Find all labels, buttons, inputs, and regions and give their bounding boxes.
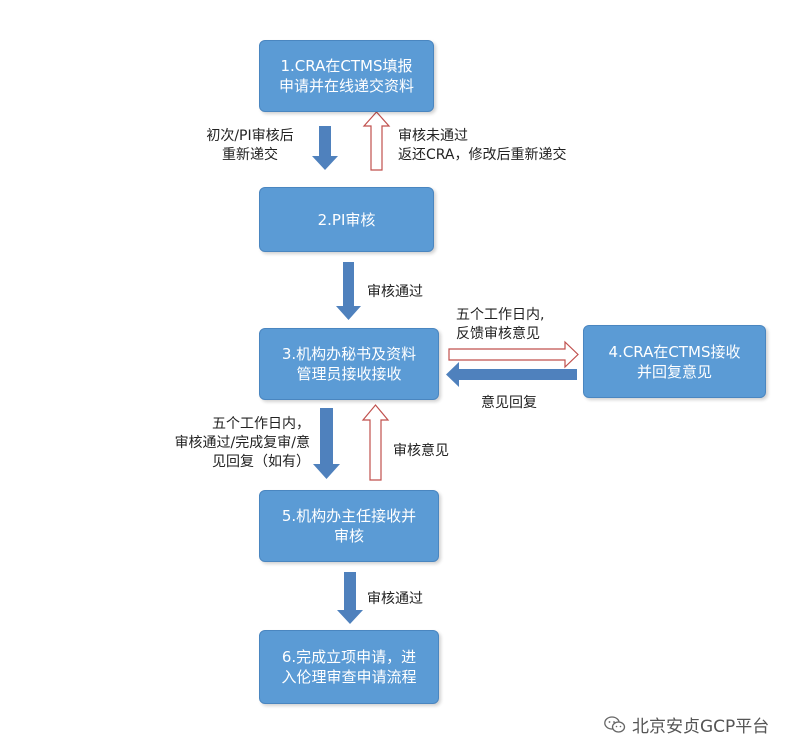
- label-approved-2: 审核通过: [367, 591, 423, 607]
- step-6-text: 6.完成立项申请，进 入伦理审查申请流程: [281, 648, 417, 686]
- step-5-text: 5.机构办主任接收并 审核: [281, 507, 417, 545]
- step-1-box: 1.CRA在CTMS填报 申请并在线递交资料: [259, 40, 434, 112]
- label-feedback: 五个工作日内, 反馈审核意见: [456, 307, 545, 342]
- arrow-down-5-6: [337, 572, 363, 624]
- step-2-text: 2.PI审核: [317, 210, 376, 229]
- arrow-right-3-4: [448, 340, 579, 369]
- watermark: 北京安贞GCP平台: [604, 712, 769, 737]
- label-five-days: 五个工作日内， 审核通过/完成复审/意 见回复（如有）: [174, 416, 310, 470]
- label-not-approved: 审核未通过 返还CRA，修改后重新递交: [398, 128, 567, 163]
- step-5-box: 5.机构办主任接收并 审核: [259, 490, 439, 562]
- step-4-box: 4.CRA在CTMS接收 并回复意见: [583, 325, 766, 398]
- watermark-text: 北京安贞GCP平台: [632, 717, 770, 737]
- step-2-box: 2.PI审核: [259, 187, 434, 252]
- arrow-up-5-3: [361, 404, 390, 481]
- arrow-down-3-5: [313, 408, 340, 479]
- step-1-text: 1.CRA在CTMS填报 申请并在线递交资料: [278, 57, 414, 95]
- label-approved-1: 审核通过: [367, 284, 423, 300]
- arrow-down-1-2: [312, 126, 338, 170]
- step-4-text: 4.CRA在CTMS接收 并回复意见: [608, 342, 741, 381]
- step-6-box: 6.完成立项申请，进 入伦理审查申请流程: [259, 630, 439, 704]
- step-3-box: 3.机构办秘书及资料 管理员接收接收: [259, 328, 439, 400]
- label-first-submit: 初次/PI审核后 重新递交: [206, 128, 294, 163]
- label-review-opinion: 审核意见: [393, 443, 449, 459]
- step-3-text: 3.机构办秘书及资料 管理员接收接收: [281, 345, 417, 383]
- label-reply: 意见回复: [481, 395, 537, 411]
- arrow-left-4-3: [446, 362, 577, 387]
- arrow-up-2-1: [362, 111, 391, 171]
- wechat-icon: [604, 715, 626, 733]
- arrow-down-2-3: [336, 262, 361, 320]
